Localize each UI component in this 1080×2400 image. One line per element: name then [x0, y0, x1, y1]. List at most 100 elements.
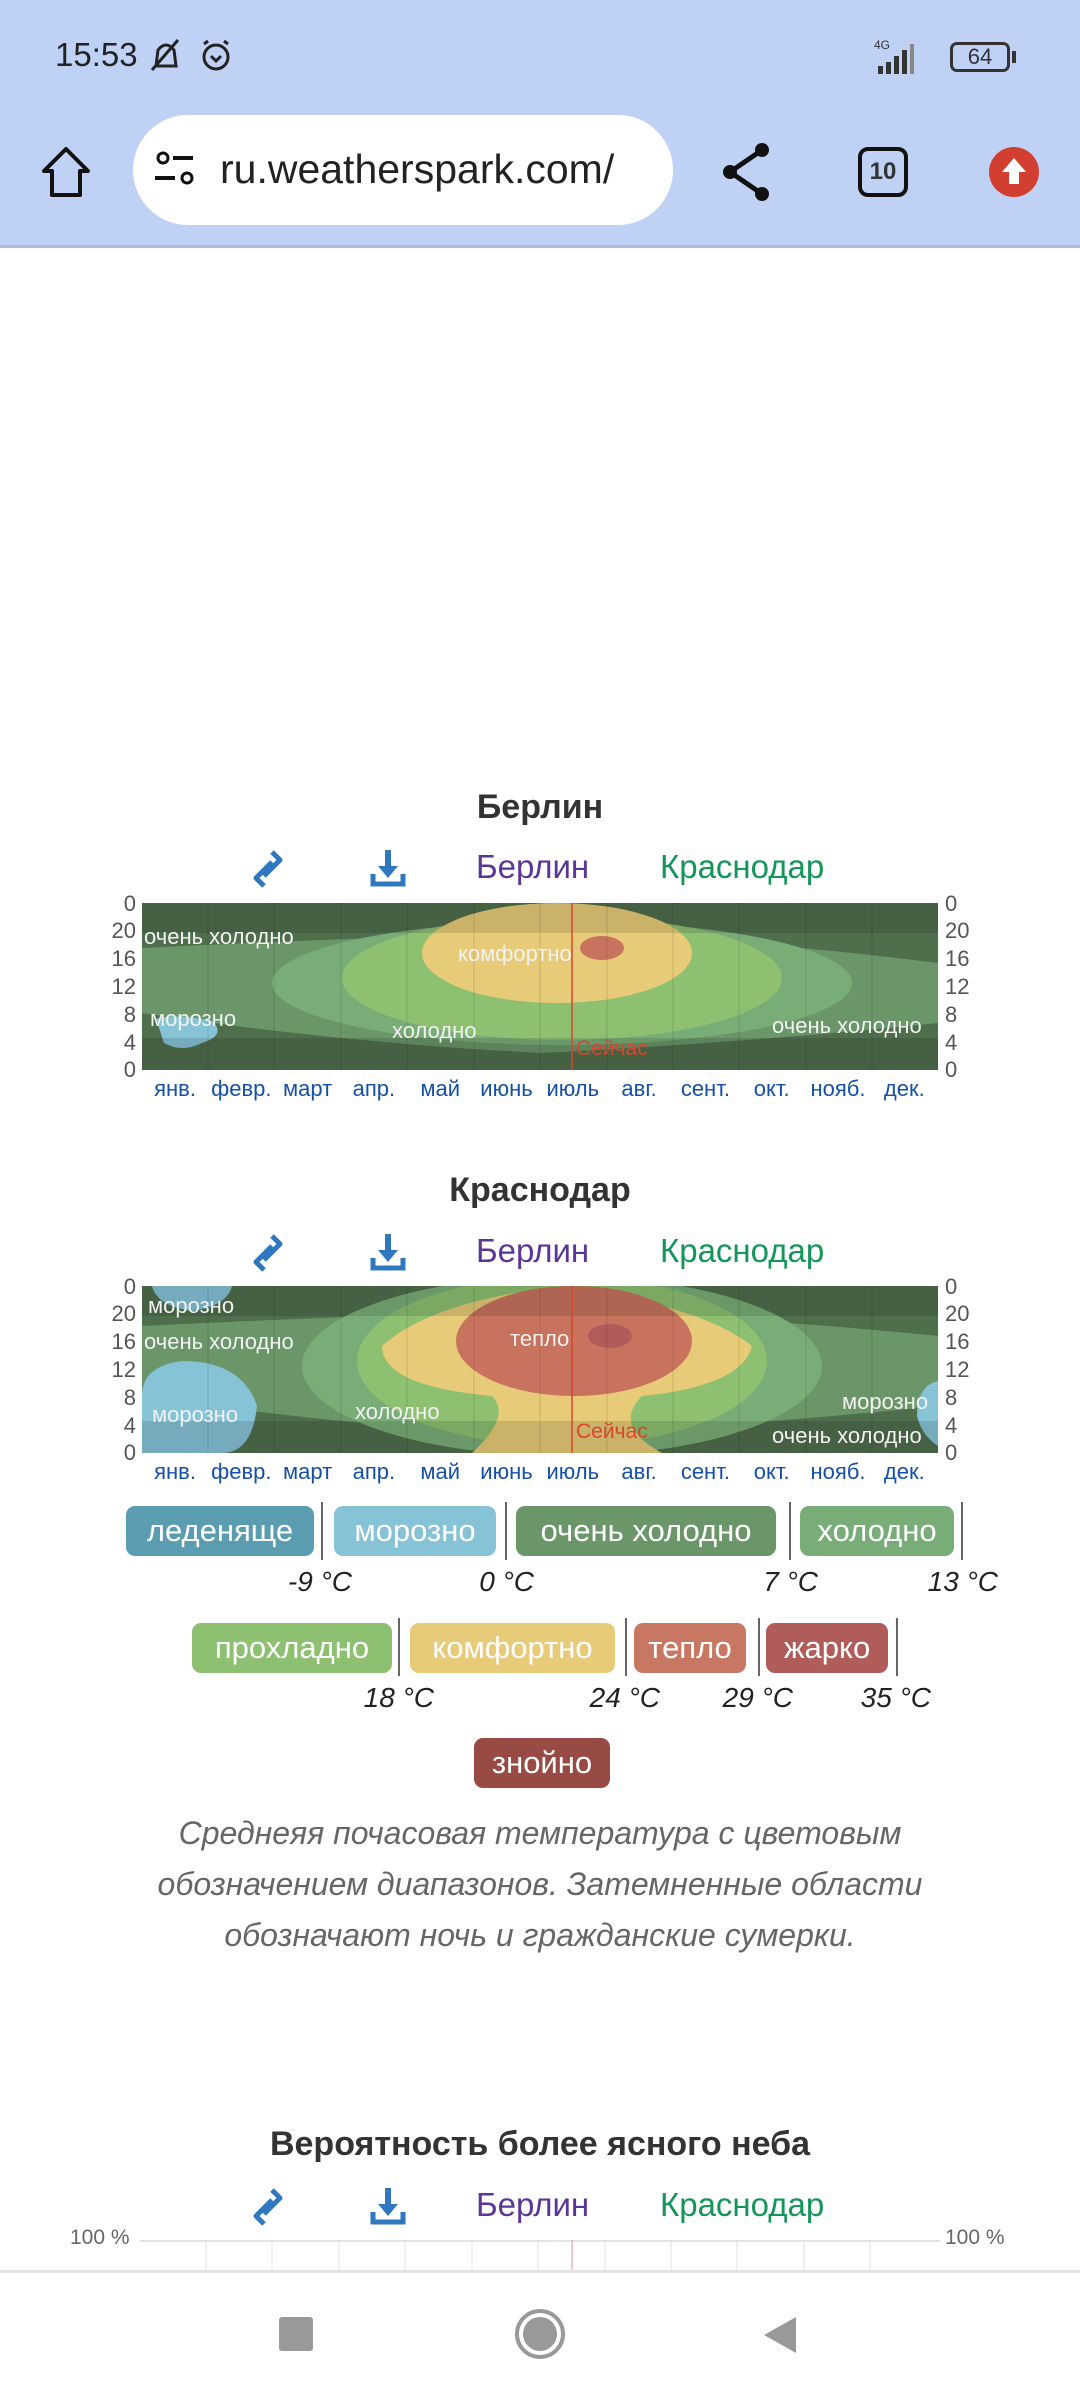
- y-tick: 8: [945, 1002, 958, 1027]
- month-label: июнь: [480, 1076, 533, 1101]
- battery-tip: [1012, 51, 1016, 63]
- legend-band: комфортно: [410, 1623, 615, 1673]
- zone-label: морозно: [842, 1389, 929, 1414]
- month-label: июнь: [480, 1459, 533, 1484]
- month-label: июль: [546, 1076, 600, 1101]
- threshold-label: 0 °C: [479, 1566, 534, 1597]
- berlin-chart-title: Берлин: [476, 788, 604, 826]
- tab-count: 10: [869, 158, 897, 185]
- legend-divider: [896, 1618, 898, 1676]
- link-berlin[interactable]: Берлин: [476, 2186, 590, 2223]
- y-tick: 8: [945, 1385, 958, 1410]
- back-button[interactable]: [762, 2315, 798, 2355]
- link-krasnodar[interactable]: Краснодар: [660, 1232, 825, 1269]
- home-button[interactable]: [514, 2308, 566, 2360]
- y-tick: 8: [123, 1002, 136, 1027]
- threshold-label: 29 °C: [722, 1682, 793, 1713]
- legend-band: знойно: [474, 1738, 610, 1788]
- legend-band: леденяще: [126, 1506, 314, 1556]
- month-label: дек.: [883, 1076, 925, 1101]
- month-label: сент.: [680, 1076, 730, 1101]
- month-label: май: [420, 1076, 461, 1101]
- zone-label: холодно: [392, 1018, 477, 1043]
- y-tick: 0: [945, 1057, 958, 1082]
- site-settings-icon[interactable]: [153, 150, 201, 190]
- month-label: сент.: [680, 1459, 730, 1484]
- link-icon[interactable]: [250, 848, 286, 890]
- month-label: март: [282, 1459, 333, 1484]
- address-bar[interactable]: [133, 115, 673, 225]
- threshold-label: 7 °C: [763, 1566, 818, 1597]
- signal-icon: [878, 44, 914, 74]
- download-icon[interactable]: [370, 1232, 406, 1274]
- system-nav-bar: [0, 2270, 1080, 2400]
- month-label: янв.: [154, 1076, 196, 1101]
- y-tick: 0: [123, 1440, 136, 1465]
- month-label: янв.: [154, 1459, 196, 1484]
- y-tick: 16: [945, 946, 970, 971]
- month-label: май: [420, 1459, 461, 1484]
- recents-button[interactable]: [279, 2317, 313, 2351]
- link-icon[interactable]: [250, 1232, 286, 1274]
- now-label: Сейчас: [576, 1420, 648, 1443]
- month-label: март: [282, 1076, 333, 1101]
- now-label: Сейчас: [576, 1037, 648, 1060]
- berlin-temperature-heatmap: [142, 903, 938, 1070]
- link-krasnodar[interactable]: Краснодар: [660, 2186, 825, 2223]
- y-tick: 0: [945, 891, 958, 916]
- share-icon[interactable]: [718, 142, 774, 202]
- y-tick: 16: [945, 1329, 970, 1354]
- y-tick: 12: [111, 1357, 136, 1382]
- legend-band: холодно: [800, 1506, 954, 1556]
- zone-label: холодно: [355, 1399, 440, 1424]
- zone-label: морозно: [150, 1006, 237, 1031]
- legend-divider: [961, 1502, 963, 1560]
- month-label: авг.: [621, 1459, 657, 1484]
- legend-band: жарко: [766, 1623, 888, 1673]
- legend-divider: [625, 1618, 627, 1676]
- tabs-button[interactable]: 10: [858, 147, 908, 197]
- y-tick: 4: [945, 1413, 958, 1438]
- month-label: авг.: [621, 1076, 657, 1101]
- y-label-right: 100 %: [945, 2226, 1005, 2249]
- month-label: февр.: [211, 1459, 272, 1484]
- link-berlin[interactable]: Берлин: [476, 1232, 590, 1269]
- zone-label: комфортно: [458, 941, 572, 966]
- y-tick: 4: [123, 1030, 136, 1055]
- update-icon[interactable]: [988, 146, 1040, 198]
- legend-band: тепло: [634, 1623, 746, 1673]
- threshold-label: -9 °C: [287, 1566, 352, 1597]
- month-label: апр.: [352, 1076, 396, 1101]
- legend-band: очень холодно: [516, 1506, 776, 1556]
- caption-line: Среднеяя почасовая температура с цветовы…: [178, 1815, 902, 1851]
- krasnodar-chart-title: Краснодар: [449, 1171, 631, 1209]
- month-label: окт.: [753, 1076, 790, 1101]
- link-krasnodar[interactable]: Краснодар: [660, 848, 825, 885]
- y-tick: 20: [945, 918, 970, 943]
- y-tick: 0: [123, 1274, 136, 1299]
- y-tick: 0: [123, 1057, 136, 1082]
- y-tick: 20: [111, 918, 136, 943]
- y-tick: 16: [111, 1329, 136, 1354]
- link-icon[interactable]: [250, 2186, 286, 2228]
- y-tick: 8: [123, 1385, 136, 1410]
- legend-band: прохладно: [192, 1623, 392, 1673]
- y-tick: 4: [945, 1030, 958, 1055]
- download-icon[interactable]: [370, 2186, 406, 2228]
- legend-divider: [789, 1502, 791, 1560]
- y-tick: 12: [945, 1357, 970, 1382]
- legend-band: морозно: [334, 1506, 496, 1556]
- legend-divider: [398, 1618, 400, 1676]
- url-text[interactable]: ru.weatherspark.com/: [220, 146, 615, 192]
- zone-label: морозно: [152, 1402, 239, 1427]
- threshold-label: 13 °C: [927, 1566, 998, 1597]
- month-label: дек.: [883, 1459, 925, 1484]
- zone-label: тепло: [510, 1326, 570, 1351]
- download-icon[interactable]: [370, 848, 406, 890]
- home-icon[interactable]: [38, 145, 94, 201]
- link-berlin[interactable]: Берлин: [476, 848, 590, 885]
- status-icons-left: [150, 39, 230, 71]
- y-tick: 12: [945, 974, 970, 999]
- month-label: июль: [546, 1459, 600, 1484]
